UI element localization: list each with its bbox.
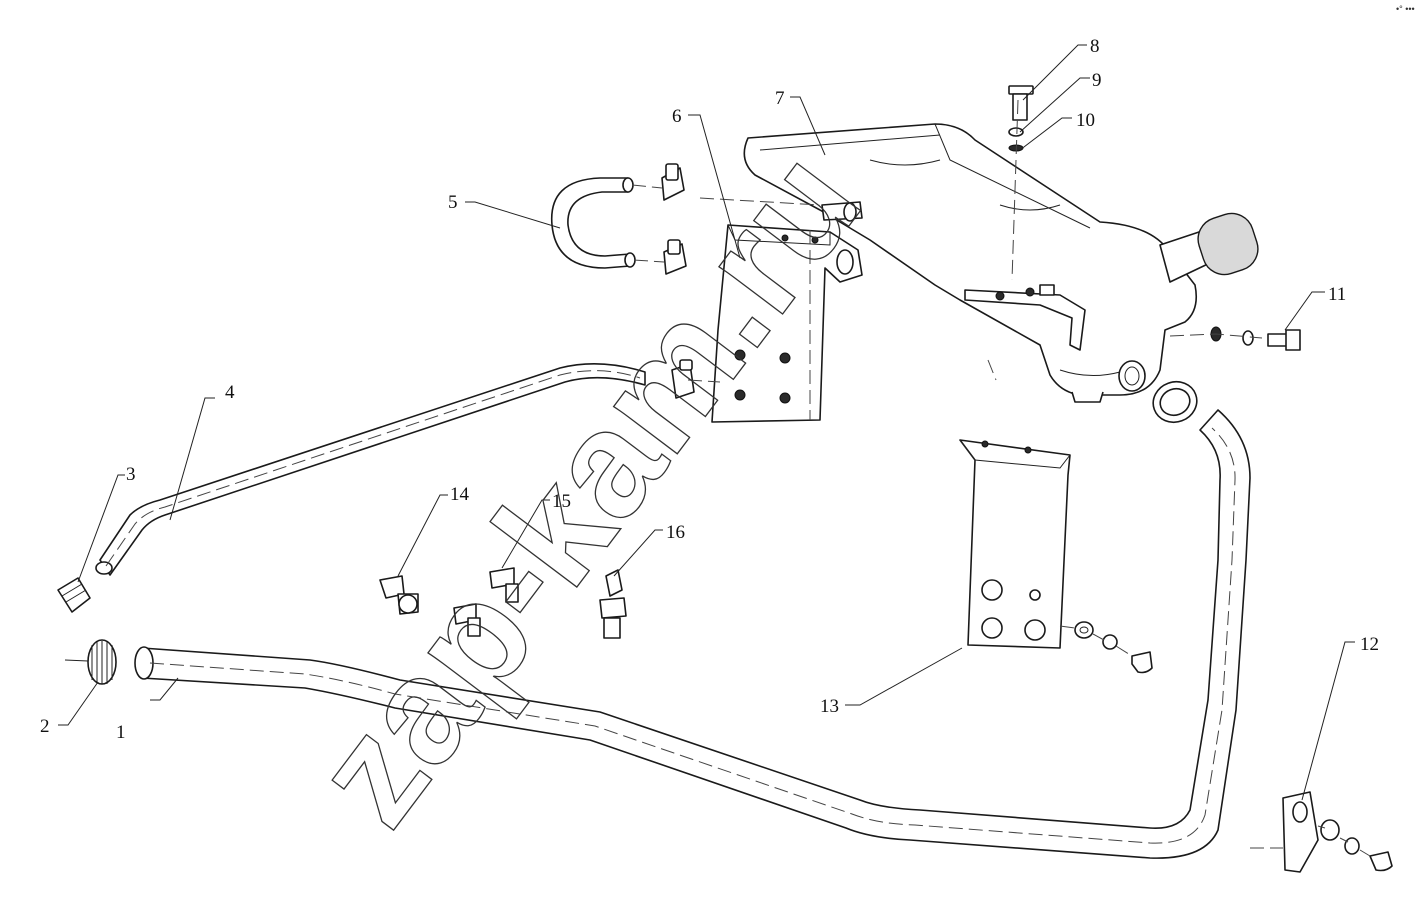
callout-5: 5: [448, 192, 458, 213]
callout-10: 10: [1076, 110, 1095, 131]
top-bolt-stack: [1008, 85, 1034, 152]
fitting-15: [453, 567, 519, 637]
leader-lines: [58, 44, 1355, 801]
callout-16: 16: [666, 522, 685, 543]
callout-7: 7: [775, 88, 785, 109]
callout-8: 8: [1090, 36, 1100, 57]
corner-mark: •° •••: [1396, 4, 1415, 14]
clip-12-assembly: [1282, 791, 1393, 873]
expansion-tank: [743, 123, 1259, 403]
hose-4: [95, 359, 695, 576]
hose-clamp-2: [64, 639, 117, 685]
watermark: zap-kam.ru: [281, 121, 892, 855]
tank-mount-bracket: [711, 224, 863, 423]
callout-15: 15: [552, 491, 571, 512]
callout-13: 13: [820, 696, 839, 717]
elbow-fitting-3: [57, 577, 91, 613]
ring-clamp: [1152, 380, 1198, 424]
callout-1: 1: [116, 722, 126, 743]
fitting-16: [599, 569, 627, 639]
callout-4: 4: [225, 382, 235, 403]
callout-2: 2: [40, 716, 50, 737]
callout-11: 11: [1328, 284, 1346, 305]
callout-6: 6: [672, 106, 682, 127]
lower-bracket-13: [959, 439, 1153, 674]
assembly-lines: [631, 99, 1371, 857]
callout-9: 9: [1092, 70, 1102, 91]
fitting-14: [379, 575, 419, 615]
callout-14: 14: [450, 484, 470, 505]
callout-12: 12: [1360, 634, 1379, 655]
bolt-11-assembly: [1210, 326, 1301, 351]
callout-labels: 1 2 3 4 5 6 7 8 9 10 11 12 13 14 15 16: [40, 36, 1379, 743]
callout-3: 3: [126, 464, 136, 485]
u-shaped-hose: [550, 163, 687, 275]
hose-1: [134, 409, 1251, 859]
